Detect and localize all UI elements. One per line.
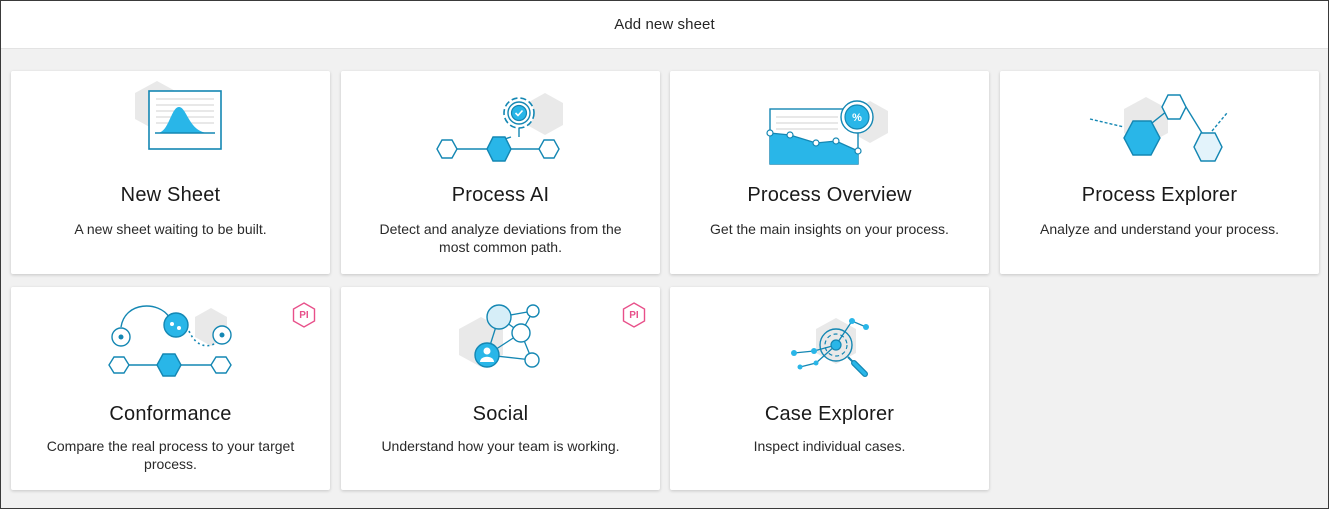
card-description: Detect and analyze deviations from the m…: [379, 221, 622, 255]
pi-badge-label: PI: [299, 309, 309, 321]
card-new-sheet[interactable]: New Sheet A new sheet waiting to be buil…: [11, 71, 330, 274]
card-title: Conformance: [109, 403, 232, 425]
hexagon-badge-icon: [292, 302, 316, 328]
card-description: A new sheet waiting to be built.: [74, 221, 267, 237]
social-illustration: [459, 304, 540, 368]
card-description: Compare the real process to your target …: [46, 438, 295, 472]
process-explorer-illustration: [1089, 94, 1228, 162]
card-description: Understand how your team is working.: [381, 438, 620, 454]
svg-text:%: %: [852, 112, 862, 124]
pi-badge-label: PI: [629, 309, 639, 321]
dialog-title: Add new sheet: [614, 16, 715, 33]
hexagon-badge-icon: [622, 302, 646, 328]
case-explorer-illustration: [791, 318, 869, 377]
card-process-explorer[interactable]: Process Explorer Analyze and understand …: [1000, 71, 1319, 274]
card-conformance[interactable]: PI Conformance Compare the real process …: [11, 287, 330, 490]
card-title: Process AI: [451, 184, 550, 206]
card-title: Case Explorer: [764, 403, 895, 425]
card-description: Analyze and understand your process.: [1040, 221, 1279, 237]
new-sheet-illustration: [135, 81, 222, 150]
pi-badge: PI: [620, 301, 648, 329]
card-case-explorer[interactable]: Case Explorer Inspect individual cases.: [670, 287, 989, 490]
dialog-header: Add new sheet: [1, 1, 1328, 49]
card-description: Inspect individual cases.: [753, 438, 906, 454]
card-title: New Sheet: [120, 184, 221, 206]
pi-badge: PI: [290, 301, 318, 329]
card-title: Process Overview: [747, 184, 912, 206]
card-process-overview[interactable]: % Process Overview Get the main insights…: [670, 71, 989, 274]
card-description: Get the main insights on your process.: [710, 221, 949, 237]
card-process-ai[interactable]: Process AI Detect and analyze deviations…: [341, 71, 660, 274]
process-ai-illustration: [436, 93, 563, 162]
conformance-illustration: [108, 305, 232, 377]
card-title: Process Explorer: [1081, 184, 1238, 206]
card-title: Social: [472, 403, 529, 425]
process-overview-illustration: %: [766, 100, 888, 165]
card-social[interactable]: PI Social Understand how your team is wo…: [341, 287, 660, 490]
